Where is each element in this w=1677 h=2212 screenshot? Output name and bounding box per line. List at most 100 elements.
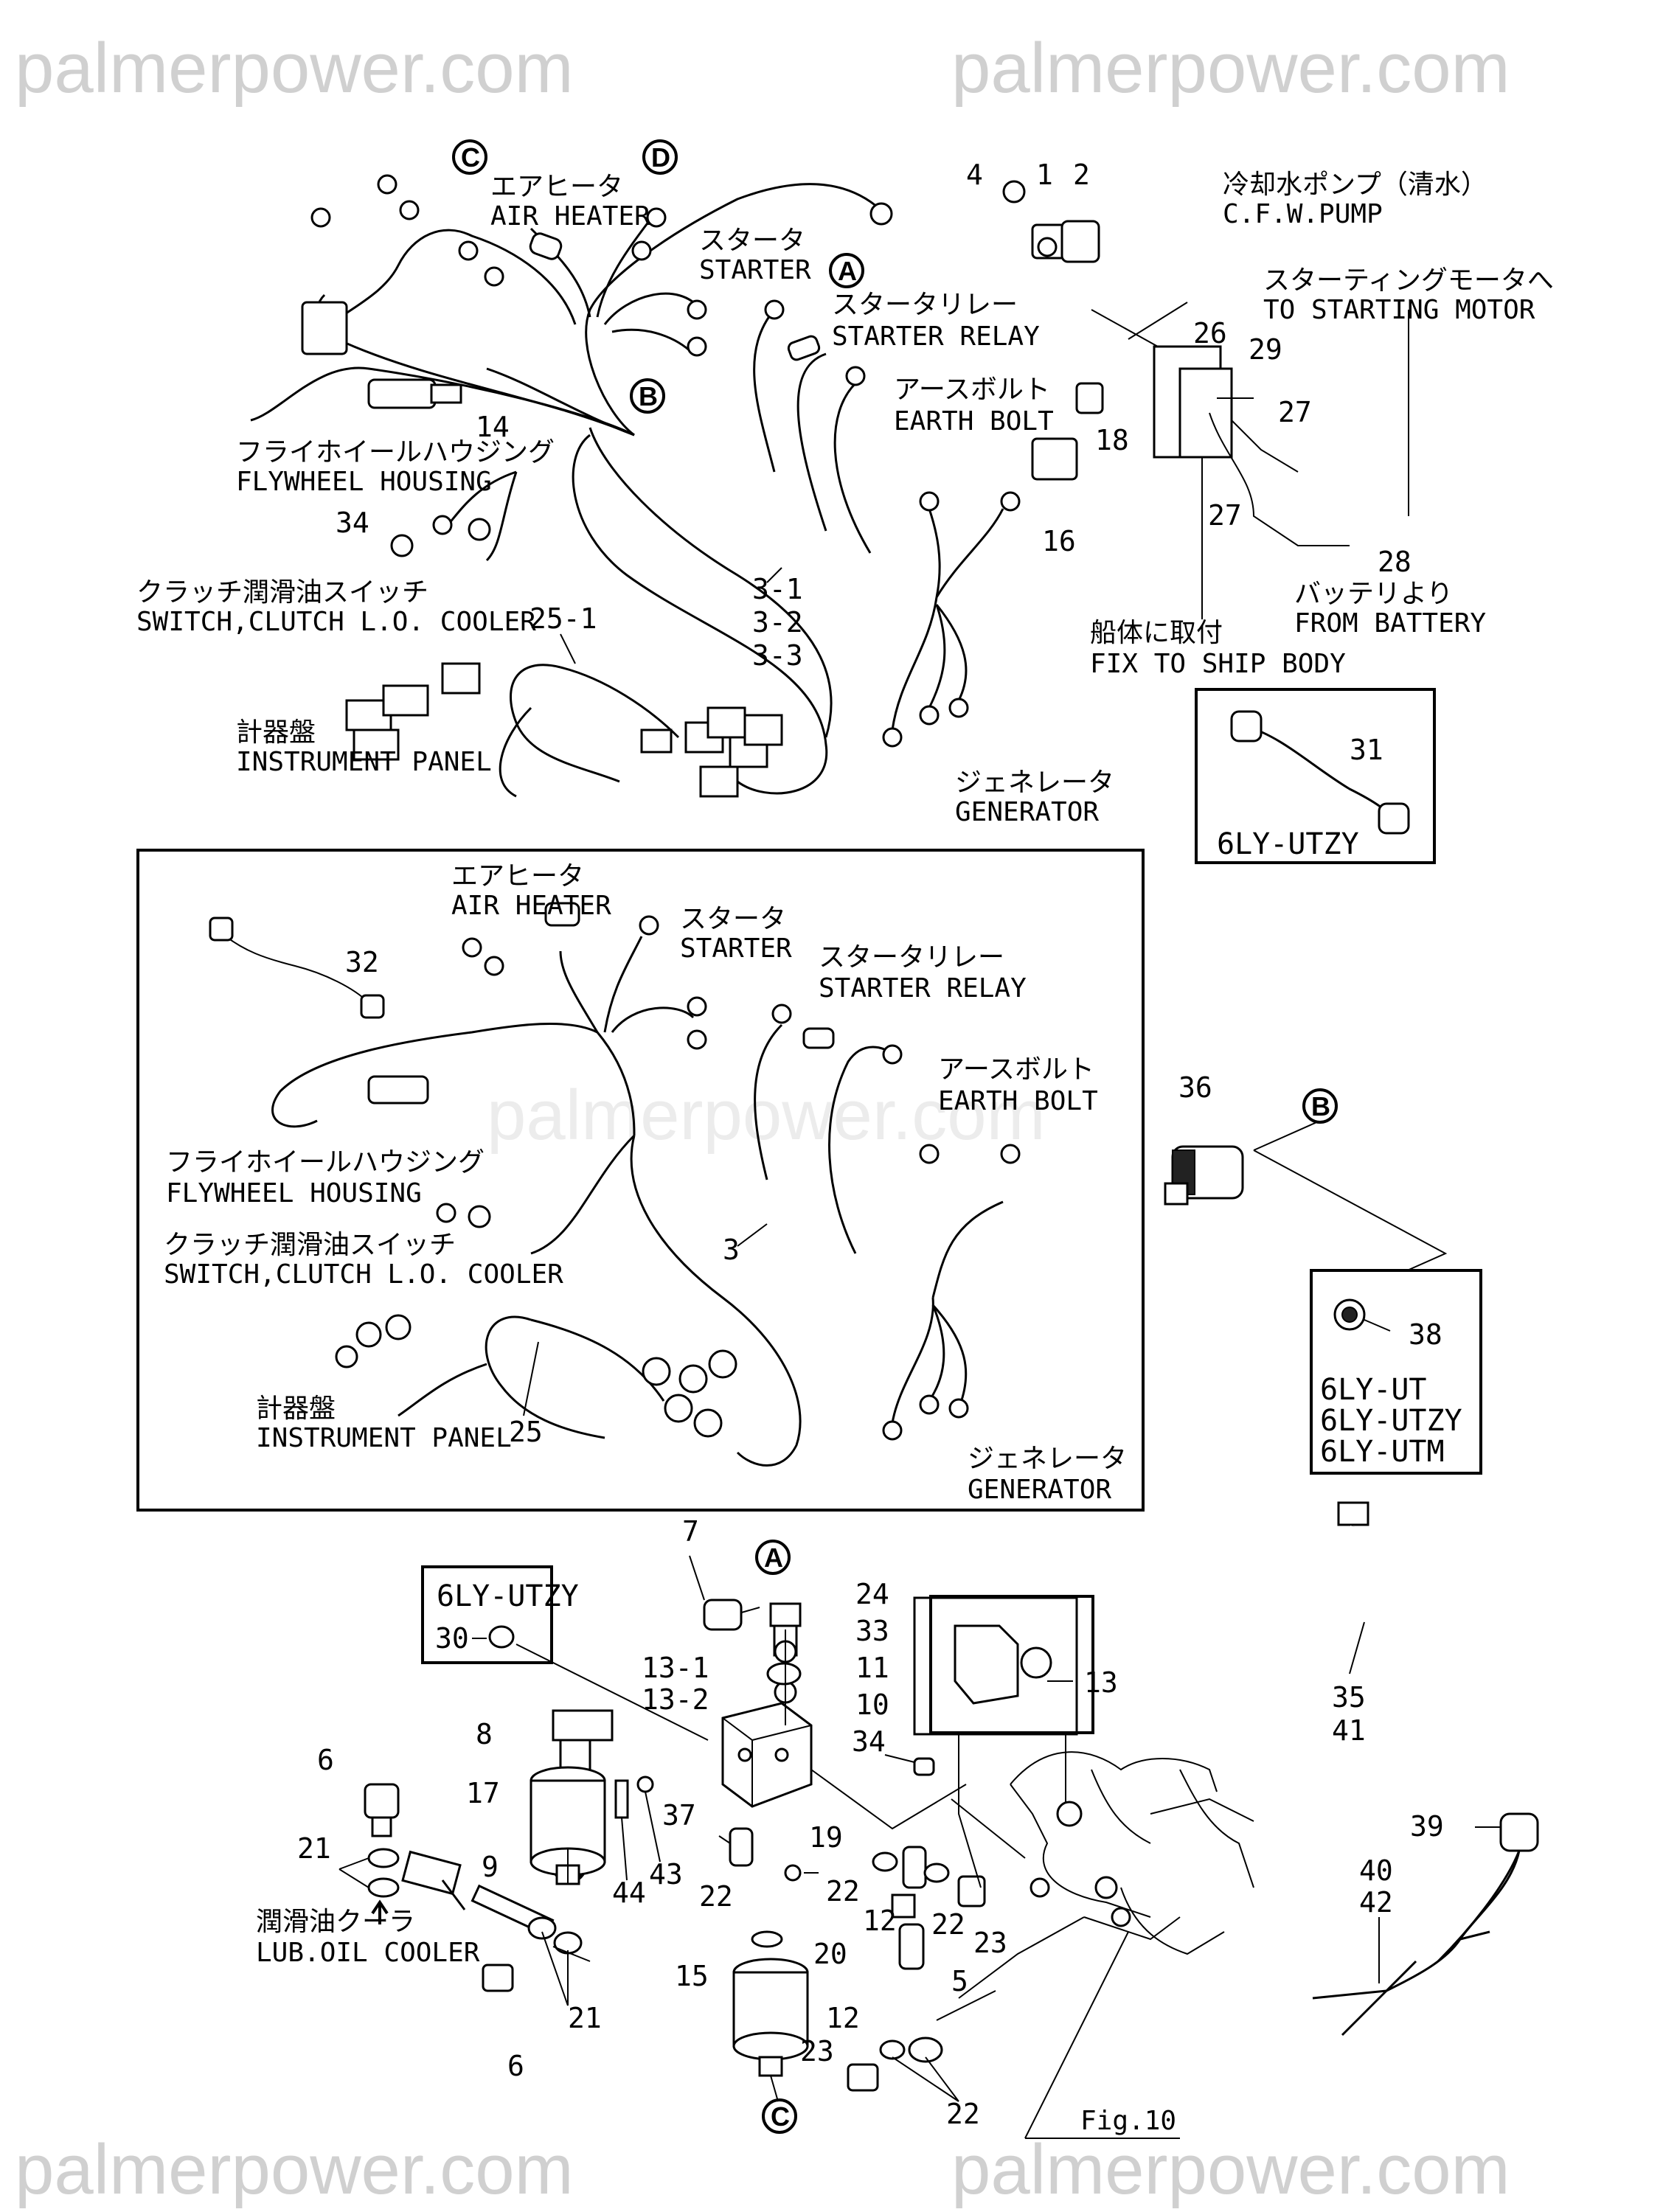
clutch-switch-label: SWITCH,CLUTCH L.O. COOLER [136, 607, 536, 637]
lub-oil-label: LUB.OIL COOLER [256, 1938, 480, 1968]
part-number: 23 [973, 1927, 1007, 1959]
part-number: 29 [1249, 333, 1282, 366]
part-number: 1 [1036, 159, 1053, 191]
part-number: 3 [723, 1234, 740, 1266]
watermark: palmerpower.com [15, 29, 574, 108]
variant-frame [136, 849, 1145, 1512]
part-number: 3-1 [752, 573, 803, 605]
starter-label: STARTER [699, 255, 811, 285]
part-number: 17 [466, 1777, 500, 1809]
part-number: 32 [345, 946, 379, 978]
inset-model-label: 6LY-UTZY [1217, 827, 1359, 861]
part-number: 40 [1359, 1854, 1393, 1887]
callout-b: B [639, 381, 658, 411]
instrument-panel-label: INSTRUMENT PANEL [236, 747, 492, 777]
callout-a: A [838, 256, 857, 286]
model-box-label: 6LY-UTZY [437, 1579, 579, 1613]
right-parts: B 36 38 6LY-UT 6LY-UTZY 6LY-UTM 35 41 39… [1164, 1071, 1539, 2037]
part-number: 31 [1350, 734, 1383, 766]
generator-label: GENERATOR [955, 797, 1099, 827]
part-number: 22 [931, 1908, 965, 1941]
top-callouts: C D A B エアヒータ AIR HEATER スタータ STARTER スタ… [136, 139, 1554, 864]
part-number: 20 [813, 1938, 847, 1970]
flywheel-label: FLYWHEEL HOUSING [236, 467, 492, 497]
cfw-pump-label: C.F.W.PUMP [1223, 199, 1383, 229]
middle-harness: エアヒータ AIR HEATER スタータ STARTER スタータリレー ST… [164, 861, 1127, 1505]
part-number: 27 [1208, 499, 1242, 532]
part-number: 36 [1178, 1071, 1212, 1104]
starter-relay-label-jp: スタータリレー [819, 942, 1004, 973]
generator-label: GENERATOR [968, 1475, 1111, 1505]
part-number: 24 [855, 1578, 889, 1610]
part-number: 30 [435, 1622, 469, 1655]
instrument-panel-label-jp: 計器盤 [236, 717, 316, 748]
part-number: 10 [855, 1688, 889, 1721]
part-number: 3-2 [752, 606, 803, 639]
part-number: 43 [649, 1858, 683, 1891]
watermark: palmerpower.com [487, 1076, 1046, 1155]
part-number: 23 [800, 2035, 834, 2067]
starter-label: STARTER [680, 933, 792, 964]
air-heater-label: AIR HEATER [451, 891, 611, 921]
part-number: 13-1 [642, 1652, 709, 1684]
model-label: 6LY-UT [1320, 1373, 1427, 1407]
callout-d: D [651, 142, 670, 173]
starter-relay-label: STARTER RELAY [819, 973, 1027, 1004]
flywheel-label-jp: フライホイールハウジング [166, 1147, 485, 1178]
fix-ship-label: FIX TO SHIP BODY [1090, 649, 1346, 679]
part-number: 11 [855, 1652, 889, 1684]
part-number: 28 [1378, 546, 1412, 578]
instrument-panel-label: INSTRUMENT PANEL [256, 1423, 512, 1453]
starter-relay-label-jp: スタータリレー [832, 290, 1018, 320]
part-number: 9 [482, 1851, 499, 1883]
part-number: 12 [826, 2002, 860, 2034]
part-number: 44 [612, 1877, 646, 1909]
fix-ship-label-jp: 船体に取付 [1090, 618, 1223, 648]
watermark: palmerpower.com [15, 2130, 574, 2209]
earth-bolt-label: EARTH BOLT [894, 406, 1054, 437]
cfw-pump-label-jp: 冷却水ポンプ（清水） [1223, 170, 1487, 200]
top-harness [250, 174, 1021, 798]
from-battery-label-jp: バッテリより [1294, 579, 1453, 609]
part-number: 39 [1410, 1810, 1444, 1843]
air-heater-label-jp: エアヒータ [490, 172, 623, 202]
part-number: 22 [946, 2098, 980, 2130]
clutch-switch-label: SWITCH,CLUTCH L.O. COOLER [164, 1259, 563, 1290]
generator-label-jp: ジェネレータ [955, 768, 1114, 798]
fig-label: Fig.10 [1080, 2106, 1176, 2136]
air-heater-label-jp: エアヒータ [451, 861, 584, 891]
clutch-switch-label-jp: クラッチ潤滑油スイッチ [164, 1230, 456, 1260]
part-number: 34 [336, 507, 369, 539]
starter-label-jp: スタータ [680, 904, 786, 934]
part-number: 19 [809, 1821, 843, 1854]
part-number: 13-2 [642, 1683, 709, 1716]
starter-relay-assembly [1002, 180, 1409, 619]
part-number: 42 [1359, 1886, 1393, 1919]
part-number: 21 [568, 2002, 602, 2034]
instrument-panel-label-jp: 計器盤 [256, 1394, 336, 1424]
part-number: 15 [675, 1960, 709, 1992]
part-number: 6 [507, 2050, 524, 2082]
earth-bolt-label: EARTH BOLT [938, 1086, 1098, 1116]
part-number: 8 [476, 1718, 493, 1750]
bottom-assembly: 6LY-UTZY 30 A D C [256, 1515, 1254, 2139]
callout-b: B [1311, 1091, 1330, 1121]
part-number: 14 [476, 411, 510, 443]
earth-bolt-label-jp: アースボルト [938, 1054, 1094, 1085]
model-box [421, 1565, 553, 1664]
starter-label-jp: スタータ [699, 226, 805, 256]
part-number: 22 [699, 1880, 733, 1913]
watermark: palmerpower.com [951, 29, 1510, 108]
part-number: 26 [1193, 317, 1227, 349]
generator-label-jp: ジェネレータ [968, 1444, 1127, 1474]
model-label: 6LY-UTM [1320, 1435, 1445, 1469]
from-battery-label: FROM BATTERY [1294, 608, 1486, 639]
part-number: 25-1 [530, 602, 597, 635]
part-number: 6 [317, 1744, 334, 1776]
clutch-switch-label-jp: クラッチ潤滑油スイッチ [136, 577, 428, 608]
to-motor-label-jp: スターティングモータへ [1263, 265, 1554, 296]
part-number: 7 [682, 1515, 699, 1548]
part-number: 2 [1073, 159, 1090, 191]
